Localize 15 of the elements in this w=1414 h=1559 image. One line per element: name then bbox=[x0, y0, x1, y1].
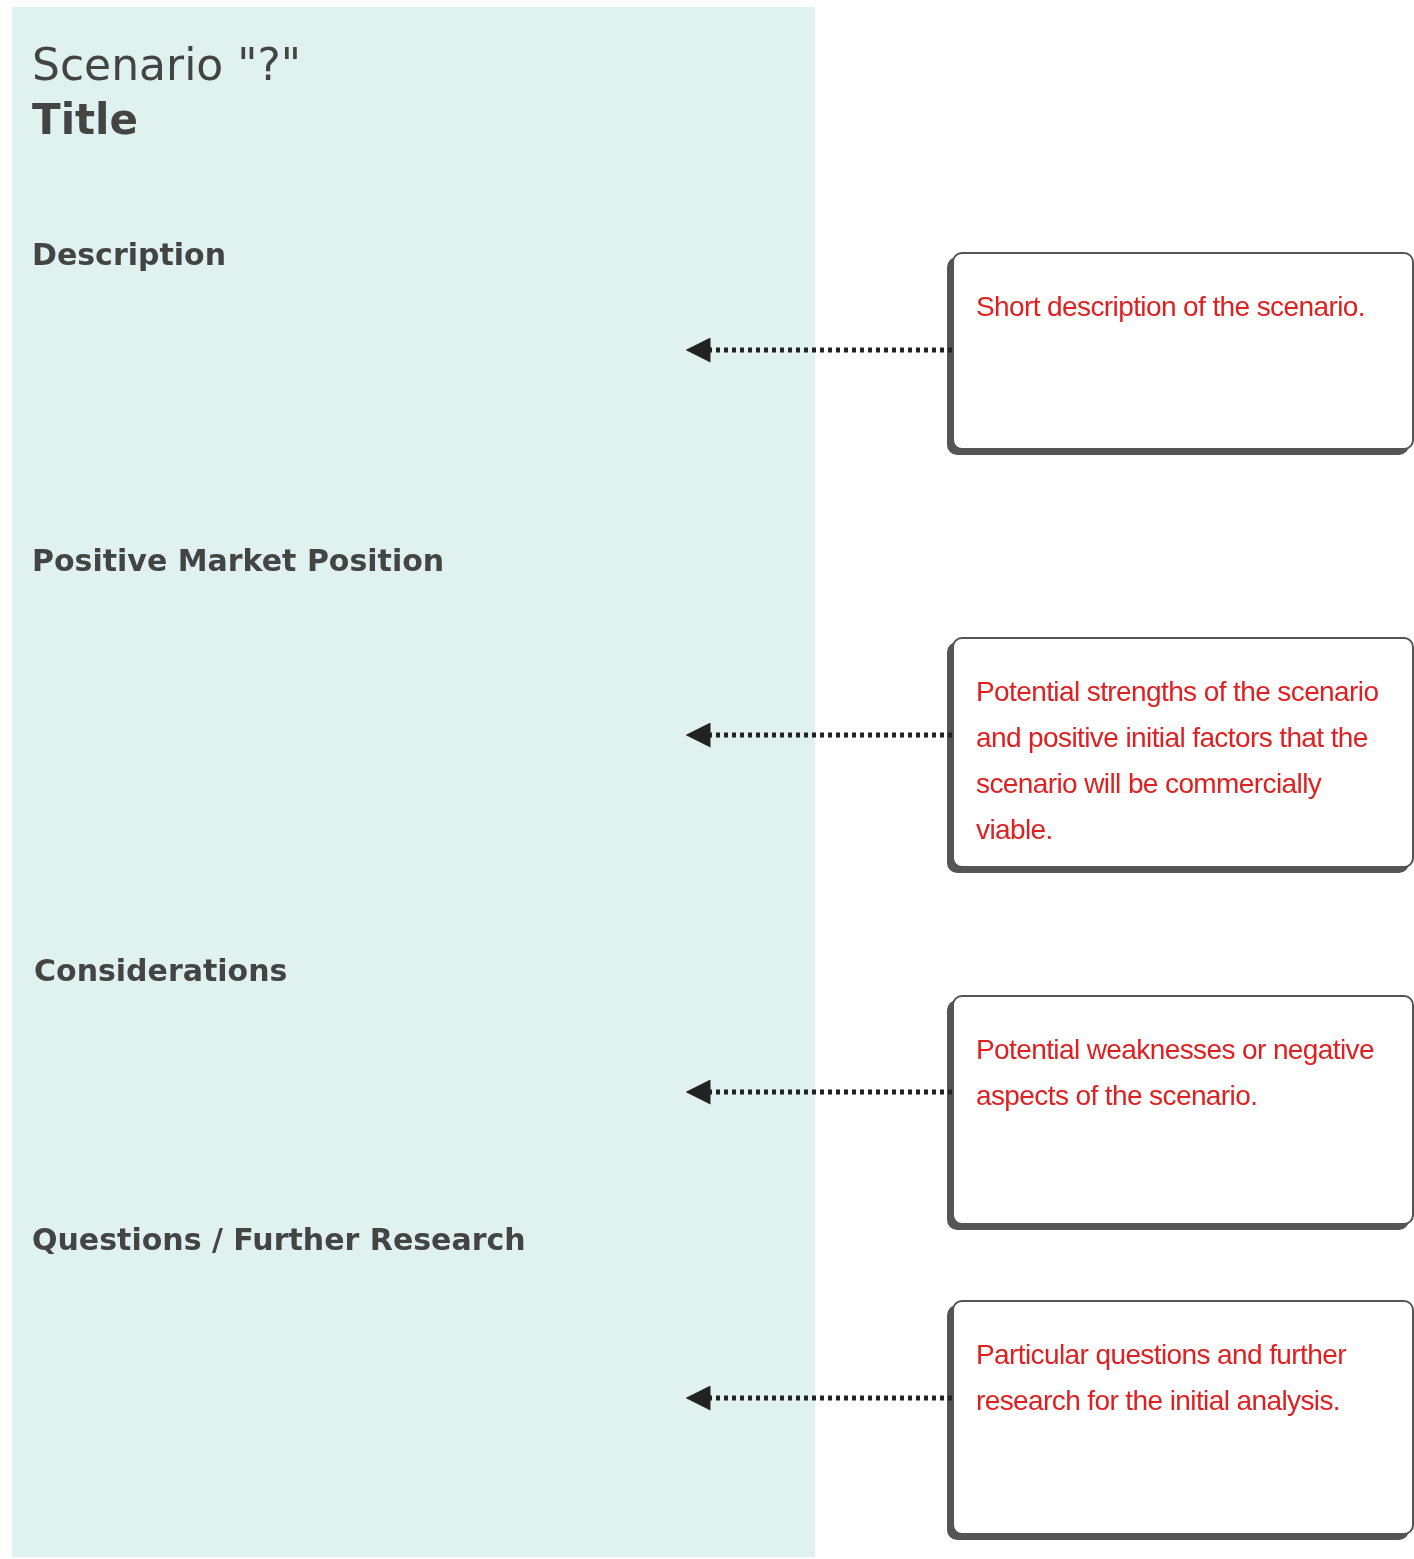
section-heading: Considerations bbox=[34, 953, 288, 988]
dotted-arrow bbox=[685, 337, 952, 363]
callout-text: Short description of the scenario. bbox=[976, 290, 1366, 324]
dotted-arrow bbox=[685, 722, 952, 748]
callout-text: Potential weaknesses or negative aspects of the scenario. bbox=[976, 1033, 1375, 1113]
scenario-label: Scenario "?" bbox=[32, 39, 302, 90]
scenario-panel bbox=[12, 7, 815, 1557]
section-heading: Description bbox=[32, 237, 227, 272]
dotted-arrow bbox=[685, 1079, 952, 1105]
callout-text: Particular questions and further research for the initial analysis. bbox=[976, 1338, 1347, 1418]
title-text: Title bbox=[32, 95, 138, 144]
callout-text: Potential strengths of the scenario and positive initial factors that the scenario will be commercially viable. bbox=[976, 675, 1380, 847]
section-heading: Questions / Further Research bbox=[32, 1222, 526, 1257]
dotted-arrow bbox=[685, 1385, 952, 1411]
section-heading: Positive Market Position bbox=[32, 543, 445, 578]
